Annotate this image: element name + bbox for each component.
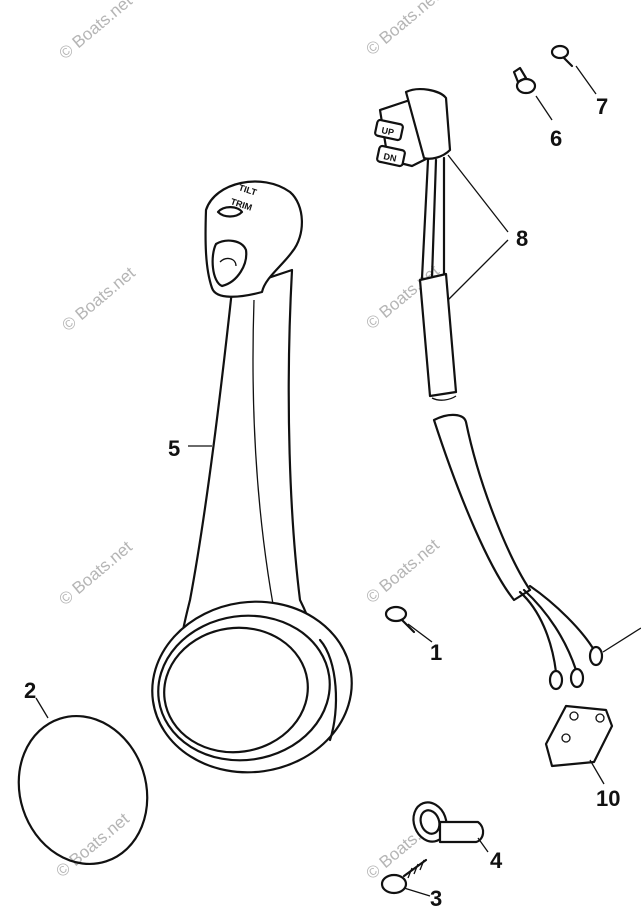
lens-part-2 bbox=[17, 697, 149, 866]
screw-part-3 bbox=[380, 858, 431, 897]
callout-8: 8 bbox=[516, 226, 528, 251]
fastener-part-6 bbox=[512, 66, 553, 121]
callout-4: 4 bbox=[490, 848, 503, 873]
switch-dn-text: DN bbox=[383, 151, 398, 163]
callout-5: 5 bbox=[168, 436, 180, 461]
callout-1: 1 bbox=[430, 640, 442, 665]
bracket-part-10 bbox=[544, 704, 614, 785]
screw-part-1 bbox=[384, 605, 433, 643]
watermark: © Boats.net bbox=[55, 0, 136, 63]
callouts: 1 2 3 4 5 6 7 8 10 bbox=[24, 94, 620, 906]
watermark: © Boats.net bbox=[55, 537, 136, 609]
control-handle-part-5: TILT TRIM bbox=[151, 180, 353, 774]
screw-part-7 bbox=[550, 44, 597, 95]
callout-6: 6 bbox=[550, 126, 562, 151]
callout-3: 3 bbox=[430, 886, 442, 906]
callout-10: 10 bbox=[596, 786, 620, 811]
switch-up-text: UP bbox=[381, 125, 395, 137]
watermark: © Boats.net bbox=[58, 263, 139, 335]
leader-lines bbox=[188, 154, 509, 447]
switch-harness-part-8: UP DN bbox=[374, 88, 641, 691]
clamp-part-4 bbox=[412, 801, 489, 853]
watermark: © Boats.net bbox=[52, 809, 133, 881]
callout-7: 7 bbox=[596, 94, 608, 119]
watermark: © Boats.net bbox=[362, 535, 443, 607]
callout-2: 2 bbox=[24, 678, 36, 703]
watermark: © Boats.net bbox=[362, 0, 443, 59]
